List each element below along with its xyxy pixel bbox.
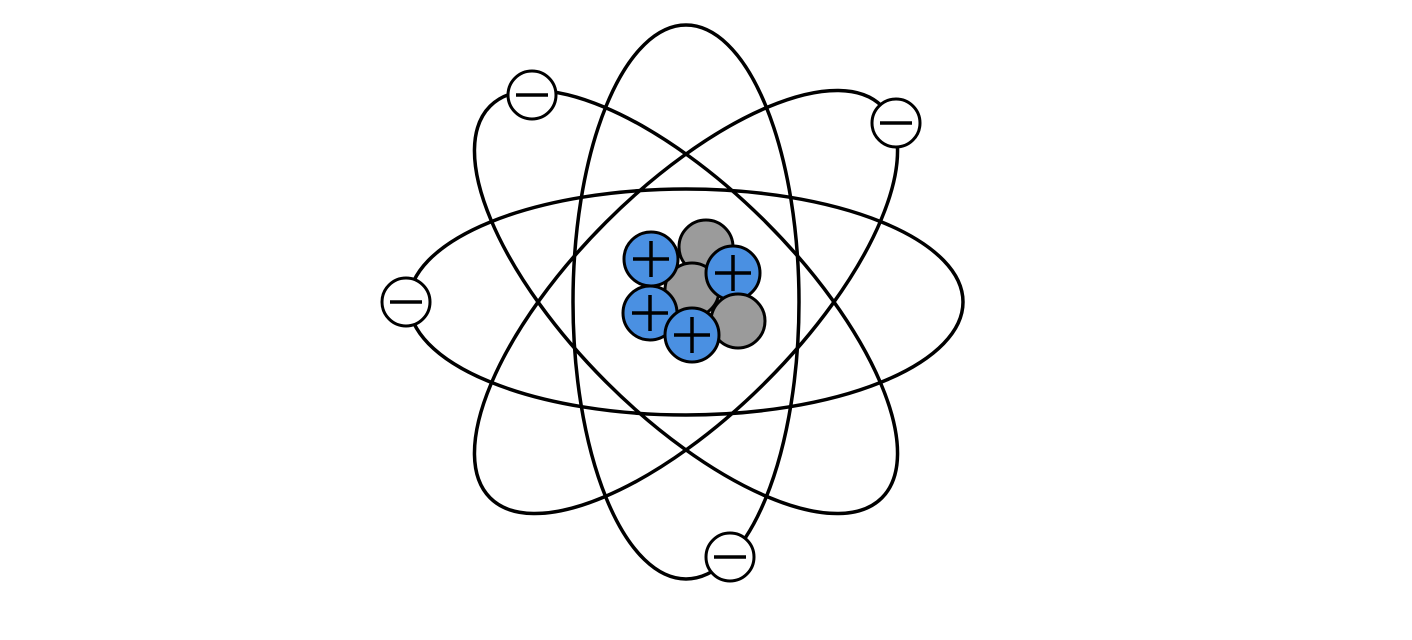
proton bbox=[621, 284, 679, 342]
orbit-vertical bbox=[571, 23, 801, 581]
electron bbox=[704, 531, 756, 583]
plus-icon bbox=[633, 241, 669, 277]
electron bbox=[506, 69, 558, 121]
proton bbox=[704, 244, 762, 302]
nucleus bbox=[621, 218, 767, 364]
orbit-diagonal-left bbox=[472, 88, 900, 516]
plus-icon bbox=[674, 317, 710, 353]
electron bbox=[380, 276, 432, 328]
proton bbox=[663, 306, 721, 364]
plus-icon bbox=[632, 295, 668, 331]
electrons bbox=[380, 69, 922, 583]
plus-icon bbox=[715, 255, 751, 291]
proton bbox=[622, 230, 680, 288]
electron bbox=[870, 97, 922, 149]
